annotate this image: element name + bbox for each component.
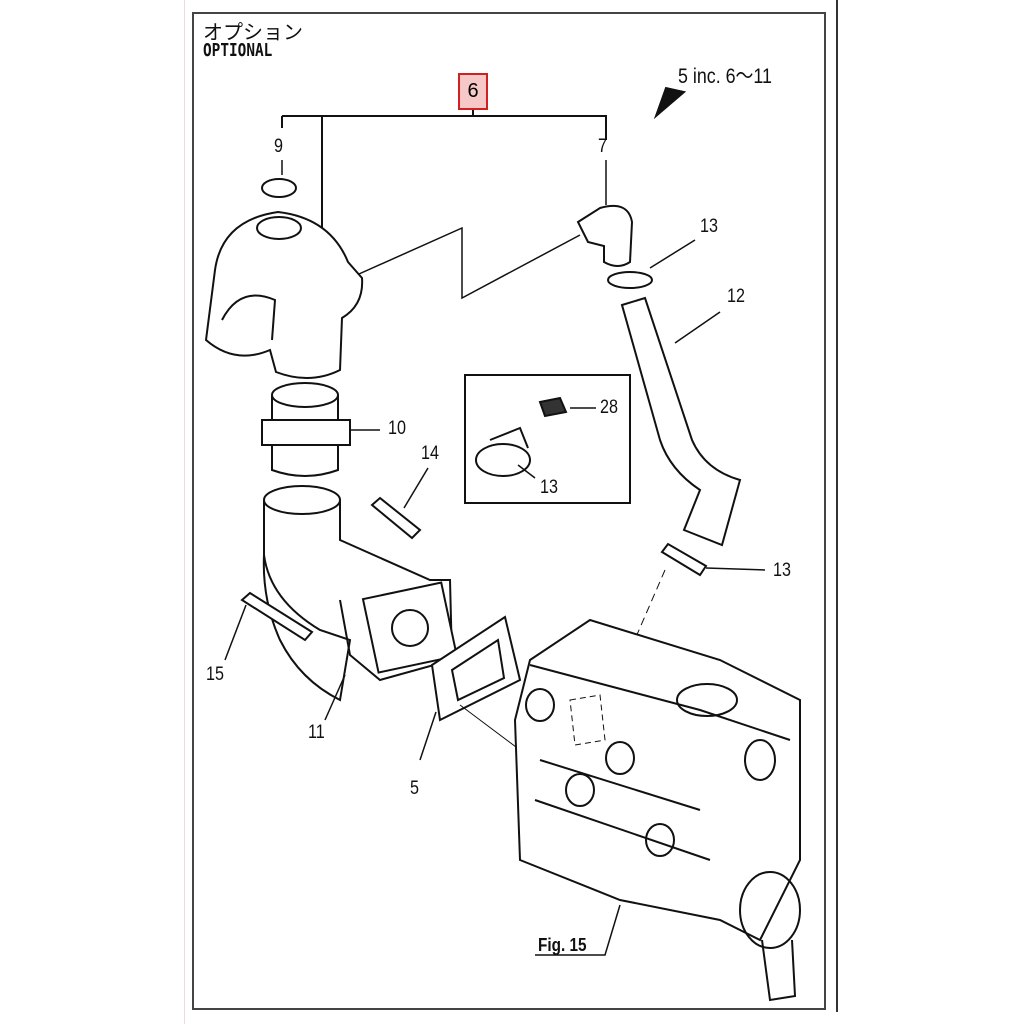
- callout-13-lower: 13: [773, 560, 791, 581]
- thermostat-housing: [204, 210, 364, 380]
- gasket-part-5: [419, 615, 522, 761]
- page-edge-line: [184, 0, 185, 1024]
- callout-13-inset: 13: [540, 477, 558, 498]
- bolt-part-15: [240, 591, 314, 642]
- cylinder-head-assembly: [513, 618, 801, 1002]
- hose-clamp-part-13-lower: [660, 542, 708, 577]
- elbow-part-7: [576, 160, 634, 267]
- callout-10: 10: [388, 418, 406, 439]
- callout-14: 14: [421, 443, 439, 464]
- arrow-icon: [653, 86, 687, 120]
- callout-12: 12: [727, 286, 745, 307]
- callout-13-top: 13: [700, 216, 718, 237]
- includes-note: 5 inc. 6～11: [678, 65, 772, 88]
- callout-28: 28: [600, 397, 618, 418]
- callout-9: 9: [274, 136, 283, 157]
- callout-5: 5: [410, 778, 419, 799]
- group-bracket-6: [281, 110, 607, 230]
- fitting-part-10: [261, 382, 380, 477]
- callout-15: 15: [206, 664, 224, 685]
- frame-outer-edge: [836, 0, 838, 1012]
- diagram-frame: [192, 12, 826, 1010]
- callout-6-label: 6: [467, 80, 479, 102]
- elbow-housing-part-11: [262, 485, 459, 721]
- hose-clamp-part-13-top: [607, 271, 653, 289]
- callout-6-highlighted[interactable]: 6: [458, 73, 488, 110]
- hose-part-12: [620, 296, 742, 547]
- figure-reference-link[interactable]: Fig. 15: [538, 935, 587, 955]
- leader-zigzag: [349, 226, 581, 300]
- callout-7: 7: [598, 136, 607, 157]
- callout-11: 11: [308, 722, 325, 743]
- o-ring-part-9: [261, 178, 297, 198]
- bolt-part-14: [370, 496, 422, 540]
- title-japanese: オプション: [203, 20, 303, 44]
- title-optional: OPTIONAL: [203, 40, 273, 61]
- detail-inset-box: [464, 374, 631, 504]
